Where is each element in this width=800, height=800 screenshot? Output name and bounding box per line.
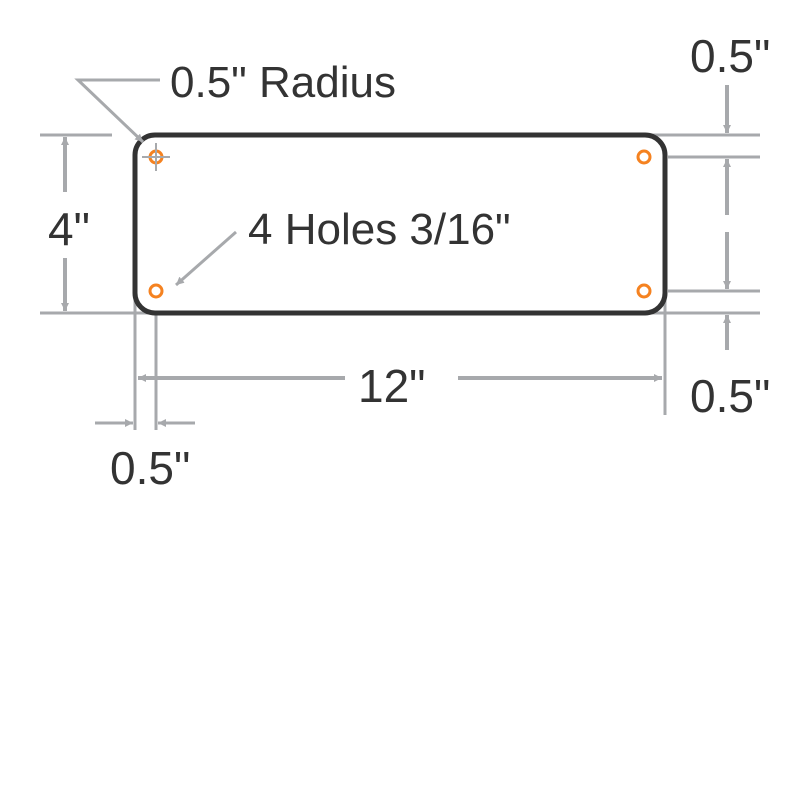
left-hole-offset-label: 0.5" xyxy=(110,442,190,494)
holes-label: 4 Holes 3/16" xyxy=(248,205,511,254)
width-label: 12" xyxy=(358,360,426,412)
height-label: 4" xyxy=(48,203,90,255)
mounting-hole-bottom-left xyxy=(148,283,164,299)
holes-leader xyxy=(175,230,237,287)
radius-leader xyxy=(74,78,160,144)
radius-label: 0.5" Radius xyxy=(170,58,396,107)
sign-outline xyxy=(132,132,668,316)
top-hole-offset-label: 0.5" xyxy=(690,30,770,82)
hole-crosshair xyxy=(142,143,170,171)
bottom-hole-offset-label: 0.5" xyxy=(690,370,770,422)
mounting-hole-top-right xyxy=(636,149,652,165)
mounting-hole-bottom-right xyxy=(636,283,652,299)
